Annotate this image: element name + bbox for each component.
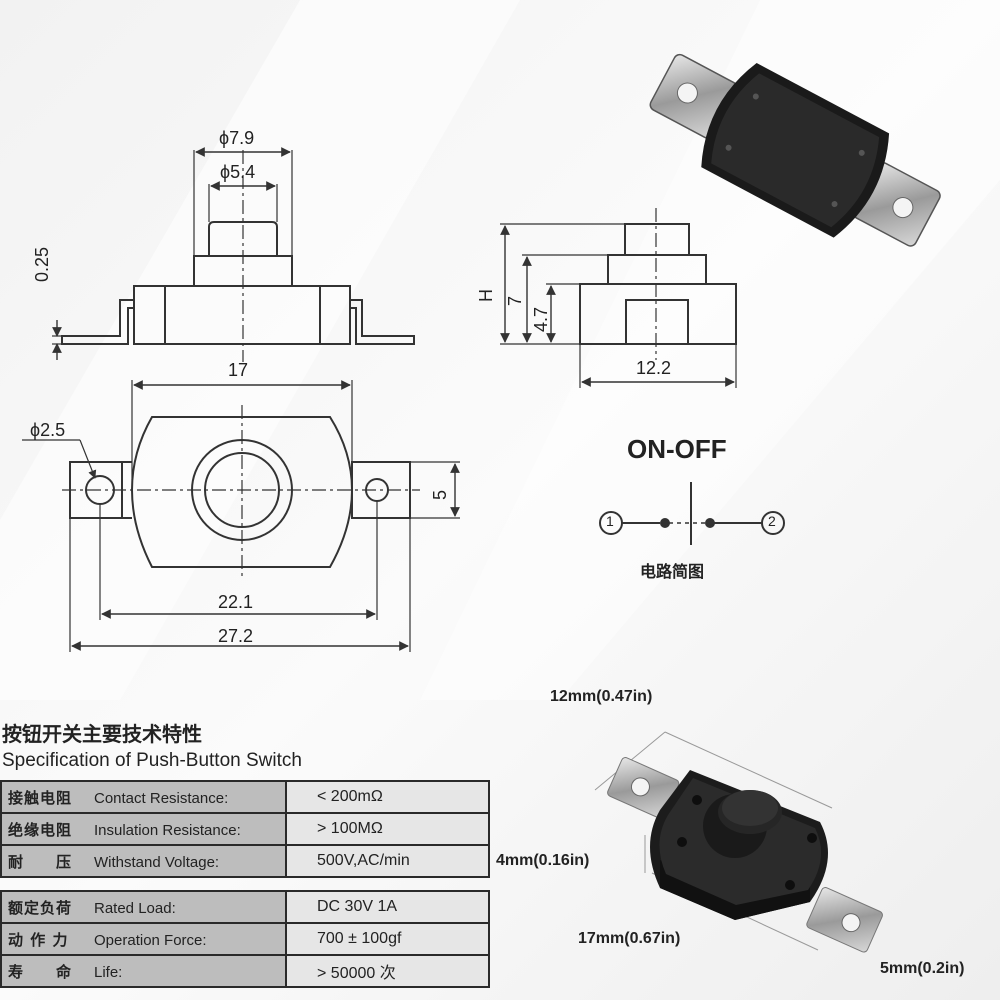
row-value: 700 ± 100gf	[285, 922, 490, 956]
front-view	[52, 147, 415, 362]
hole-diameter-label: ϕ2.5	[30, 420, 66, 440]
table-row: 接触电阻 Contact Resistance: < 200mΩ	[0, 780, 490, 814]
switch-photo-top	[649, 53, 941, 247]
top-view	[22, 380, 460, 652]
inner-diameter-label: ϕ5.4	[220, 162, 256, 182]
switch-photo-bottom	[594, 731, 883, 953]
row-label-cn: 动 作 力	[8, 930, 69, 949]
row-label-en: Rated Load:	[94, 899, 176, 917]
side-view	[500, 208, 737, 388]
row-label-en: Withstand Voltage:	[94, 853, 220, 871]
row-value: DC 30V 1A	[285, 890, 490, 924]
terminal-1-label: 1	[606, 513, 614, 529]
side-width-label: 12.2	[636, 358, 672, 378]
spec-table-group-1: 接触电阻 Contact Resistance: < 200mΩ 绝缘电阻 Insu…	[0, 780, 490, 878]
row-value: 500V,AC/min	[285, 844, 490, 878]
row-label-cn: 额定负荷	[8, 898, 73, 917]
row-value: > 100MΩ	[285, 812, 490, 846]
row-label-en: Operation Force:	[94, 931, 207, 949]
row-value: < 200mΩ	[285, 780, 490, 814]
row-value: > 50000 次	[285, 954, 490, 988]
photo-width-label: 12mm(0.47in)	[550, 688, 653, 705]
photo-height-label: 4mm(0.16in)	[496, 852, 590, 869]
row-label-cn: 寿 命	[8, 962, 73, 981]
height-h-label: H	[476, 289, 496, 302]
row-label-cn: 绝缘电阻	[8, 820, 73, 839]
spec-title-cn: 按钮开关主要技术特性	[2, 722, 202, 746]
row-label-en: Contact Resistance:	[94, 789, 229, 807]
table-row: 寿 命 Life: > 50000 次	[0, 954, 490, 988]
body-width-label: 17	[228, 360, 249, 380]
spec-table-group-2: 额定负荷 Rated Load: DC 30V 1A 动 作 力 Operation…	[0, 890, 490, 988]
row-label-en: Insulation Resistance:	[94, 821, 241, 839]
row-label-en: Life:	[94, 963, 123, 981]
height-7-label: 7	[505, 295, 525, 306]
lead-thickness-label: 0.25	[32, 246, 52, 282]
circuit-title: ON-OFF	[627, 434, 727, 464]
photo-tab-label: 5mm(0.2in)	[880, 960, 965, 977]
terminal-2-label: 2	[768, 513, 776, 529]
circuit-caption: 电路简图	[640, 562, 705, 581]
spec-title-en: Specification of Push-Button Switch	[2, 750, 302, 771]
table-row: 额定负荷 Rated Load: DC 30V 1A	[0, 890, 490, 924]
circuit-diagram	[599, 482, 785, 545]
table-row: 耐 压 Withstand Voltage: 500V,AC/min	[0, 844, 490, 878]
height-4-7-label: 4.7	[531, 306, 551, 332]
tab-width-label: 5	[430, 489, 450, 500]
row-label-cn: 耐 压	[8, 852, 73, 871]
hole-spacing-label: 22.1	[218, 592, 254, 612]
overall-length-label: 27.2	[218, 626, 254, 646]
row-label-cn: 接触电阻	[8, 788, 73, 807]
table-row: 动 作 力 Operation Force: 700 ± 100gf	[0, 922, 490, 956]
table-row: 绝缘电阻 Insulation Resistance: > 100MΩ	[0, 812, 490, 846]
photo-length-label: 17mm(0.67in)	[578, 930, 681, 947]
outer-diameter-label: ϕ7.9	[219, 128, 255, 148]
